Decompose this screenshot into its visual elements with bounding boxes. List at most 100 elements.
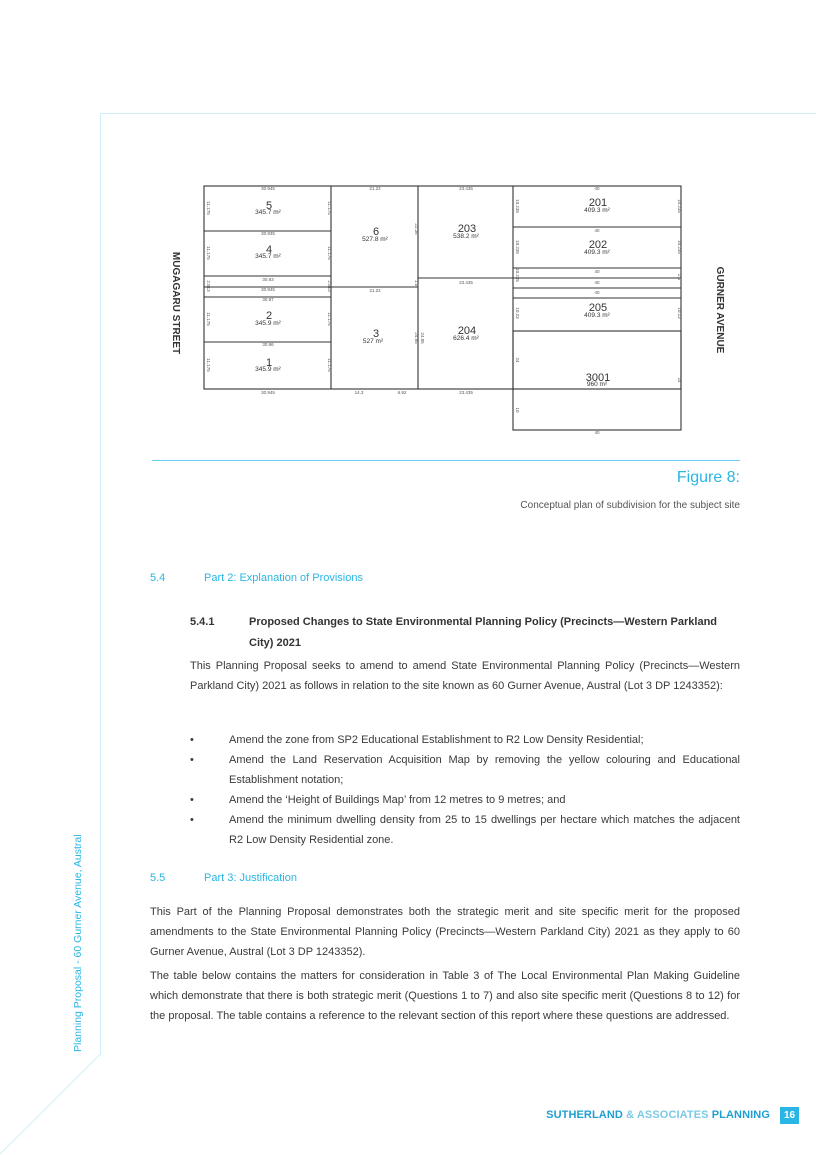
lot-number: 2 <box>266 310 272 322</box>
dimension-label: 11.175 <box>206 201 211 215</box>
dimension-label: 23.435 <box>459 186 473 191</box>
list-item-text: Amend the zone from SP2 Educational Esta… <box>229 734 644 746</box>
section-number: 5.4 <box>150 572 166 584</box>
page-frame-corner-line <box>0 1054 101 1155</box>
dimension-label: 24.85 <box>414 332 419 344</box>
lot-number: 204 <box>458 325 476 337</box>
dimension-label: 30.945 <box>261 390 275 395</box>
lot-area: 345.9 m² <box>255 320 281 327</box>
dimension-label: 11.175 <box>327 312 332 326</box>
dimension-label: 24.85 <box>420 332 425 344</box>
page-number-badge: 16 <box>780 1107 799 1124</box>
lot-number: 1 <box>266 357 272 369</box>
plan-horizontal-dimensions: 30.945 21.22 23.435 40 30.935 30.93 30.9… <box>261 186 600 435</box>
page-frame-left-line <box>100 113 101 1055</box>
dimension-label: 30.945 <box>261 287 275 292</box>
lot-number: 201 <box>589 197 607 209</box>
lot-area: 345.9 m² <box>255 366 281 373</box>
dimension-label: 2.513 <box>327 280 332 292</box>
lot-area: 345.7 m² <box>255 209 281 216</box>
dimension-label: 40 <box>594 430 600 435</box>
list-item-text: Amend the Land Reservation Acquisition M… <box>229 754 740 786</box>
dimension-label: 11.175 <box>327 246 332 260</box>
lot-area: 626.4 m² <box>453 335 479 342</box>
list-item: • Amend the zone from SP2 Educational Est… <box>190 730 740 750</box>
dimension-label: 40 <box>594 290 600 295</box>
paragraph-5-5-intro: This Part of the Planning Proposal demon… <box>150 906 740 958</box>
plan-lot-labels: 5 345.7 m² 4 345.7 m² 2 345.9 m² 1 345.9… <box>255 197 610 388</box>
section-5-4-heading: 5.4 Part 2: Explanation of Provisions <box>150 572 363 584</box>
dimension-label: 11.175 <box>206 358 211 372</box>
dimension-label: 24 <box>515 357 520 363</box>
street-label-right: GURNER AVENUE <box>714 267 725 354</box>
street-label-left: MUGAGARU STREET <box>170 252 181 354</box>
side-document-title: Planning Proposal - 60 Gurner Avenue, Au… <box>72 834 84 1052</box>
dimension-label: 30.96 <box>262 342 274 347</box>
dimension-label: 10.235 <box>677 199 682 213</box>
dimension-label: 11.175 <box>206 312 211 326</box>
dimension-label: 30.945 <box>261 186 275 191</box>
subdivision-plan-figure: MUGAGARU STREET GURNER AVENUE 5 345.7 m²… <box>170 185 725 435</box>
dimension-label: 2.5 <box>677 274 682 281</box>
dimension-label: 30.935 <box>261 231 275 236</box>
dimension-label: 22.36 <box>414 223 419 235</box>
dimension-label: 23.435 <box>459 280 473 285</box>
list-item-text: Amend the minimum dwelling density from … <box>229 814 740 846</box>
paragraph-5-5-table-note: The table below contains the matters for… <box>150 970 740 1022</box>
dimension-label: 6.92 <box>398 390 407 395</box>
dimension-label: 14.3 <box>355 390 364 395</box>
bullet-icon: • <box>190 794 194 806</box>
subsection-number: 5.4.1 <box>190 616 215 628</box>
paragraph-5-4-1: This Planning Proposal seeks to amend to… <box>190 660 740 692</box>
figure-title: Figure 8: <box>676 469 740 486</box>
dimension-label: 23.435 <box>459 390 473 395</box>
dimension-label: 2.513 <box>206 280 211 292</box>
lot-area: 538.2 m² <box>453 233 479 240</box>
lot-number: 5 <box>266 200 272 212</box>
dimension-label: 11.175 <box>206 246 211 260</box>
section-title: Part 3: Justification <box>204 872 297 884</box>
bullet-icon: • <box>190 734 194 746</box>
bullet-icon: • <box>190 814 194 826</box>
lot-number: 203 <box>458 223 476 235</box>
lot-area: 409.3 m² <box>584 312 610 319</box>
section-number: 5.5 <box>150 872 166 884</box>
section-title: Part 2: Explanation of Provisions <box>204 572 363 584</box>
lot-area: 409.3 m² <box>584 249 610 256</box>
dimension-label: 10.235 <box>677 240 682 254</box>
plan-lot-boundaries <box>203 185 682 431</box>
dimension-label: 24 <box>677 377 682 383</box>
brand-connector: & ASSOCIATES <box>622 1109 712 1121</box>
dimension-label: 40 <box>594 186 600 191</box>
dimension-label: 10.235 <box>515 268 520 282</box>
dimension-label: 1.5 <box>414 280 419 287</box>
lot-area: 345.7 m² <box>255 253 281 260</box>
dimension-label: 40 <box>594 228 600 233</box>
page-frame-top-line <box>100 113 816 114</box>
brand-planning: PLANNING <box>711 1109 770 1121</box>
footer-brand: SUTHERLAND & ASSOCIATES PLANNING <box>546 1109 770 1121</box>
subsection-title: Proposed Changes to State Environmental … <box>249 616 718 649</box>
lot-area: 409.3 m² <box>584 207 610 214</box>
dimension-label: 21.22 <box>369 186 381 191</box>
dimension-label: 10.235 <box>515 240 520 254</box>
dimension-label: 21.22 <box>369 288 381 293</box>
lot-number: 205 <box>589 302 607 314</box>
bullet-icon: • <box>190 754 194 766</box>
list-item-text: Amend the ‘Height of Buildings Map’ from… <box>229 794 566 806</box>
amendments-list: • Amend the zone from SP2 Educational Est… <box>190 730 740 850</box>
list-item: • Amend the Land Reservation Acquisition … <box>190 750 740 790</box>
lot-number: 3001 <box>586 372 610 384</box>
dimension-label: 40 <box>594 269 600 274</box>
dimension-label: 10.23 <box>515 307 520 319</box>
dimension-label: 30.93 <box>262 277 274 282</box>
lot-number: 4 <box>266 244 272 256</box>
dimension-label: 40 <box>594 280 600 285</box>
dimension-label: 10.23 <box>677 307 682 319</box>
dimension-label: 11.175 <box>327 358 332 372</box>
list-item: • Amend the ‘Height of Buildings Map’ fro… <box>190 790 740 810</box>
lot-number: 3 <box>373 328 379 340</box>
plan-vertical-dimensions: 11.175 11.175 11.175 11.175 11.175 11.17… <box>206 199 682 413</box>
dimension-label: 10 <box>515 407 520 413</box>
section-5-4-1-heading: 5.4.1 Proposed Changes to State Environm… <box>190 612 740 654</box>
